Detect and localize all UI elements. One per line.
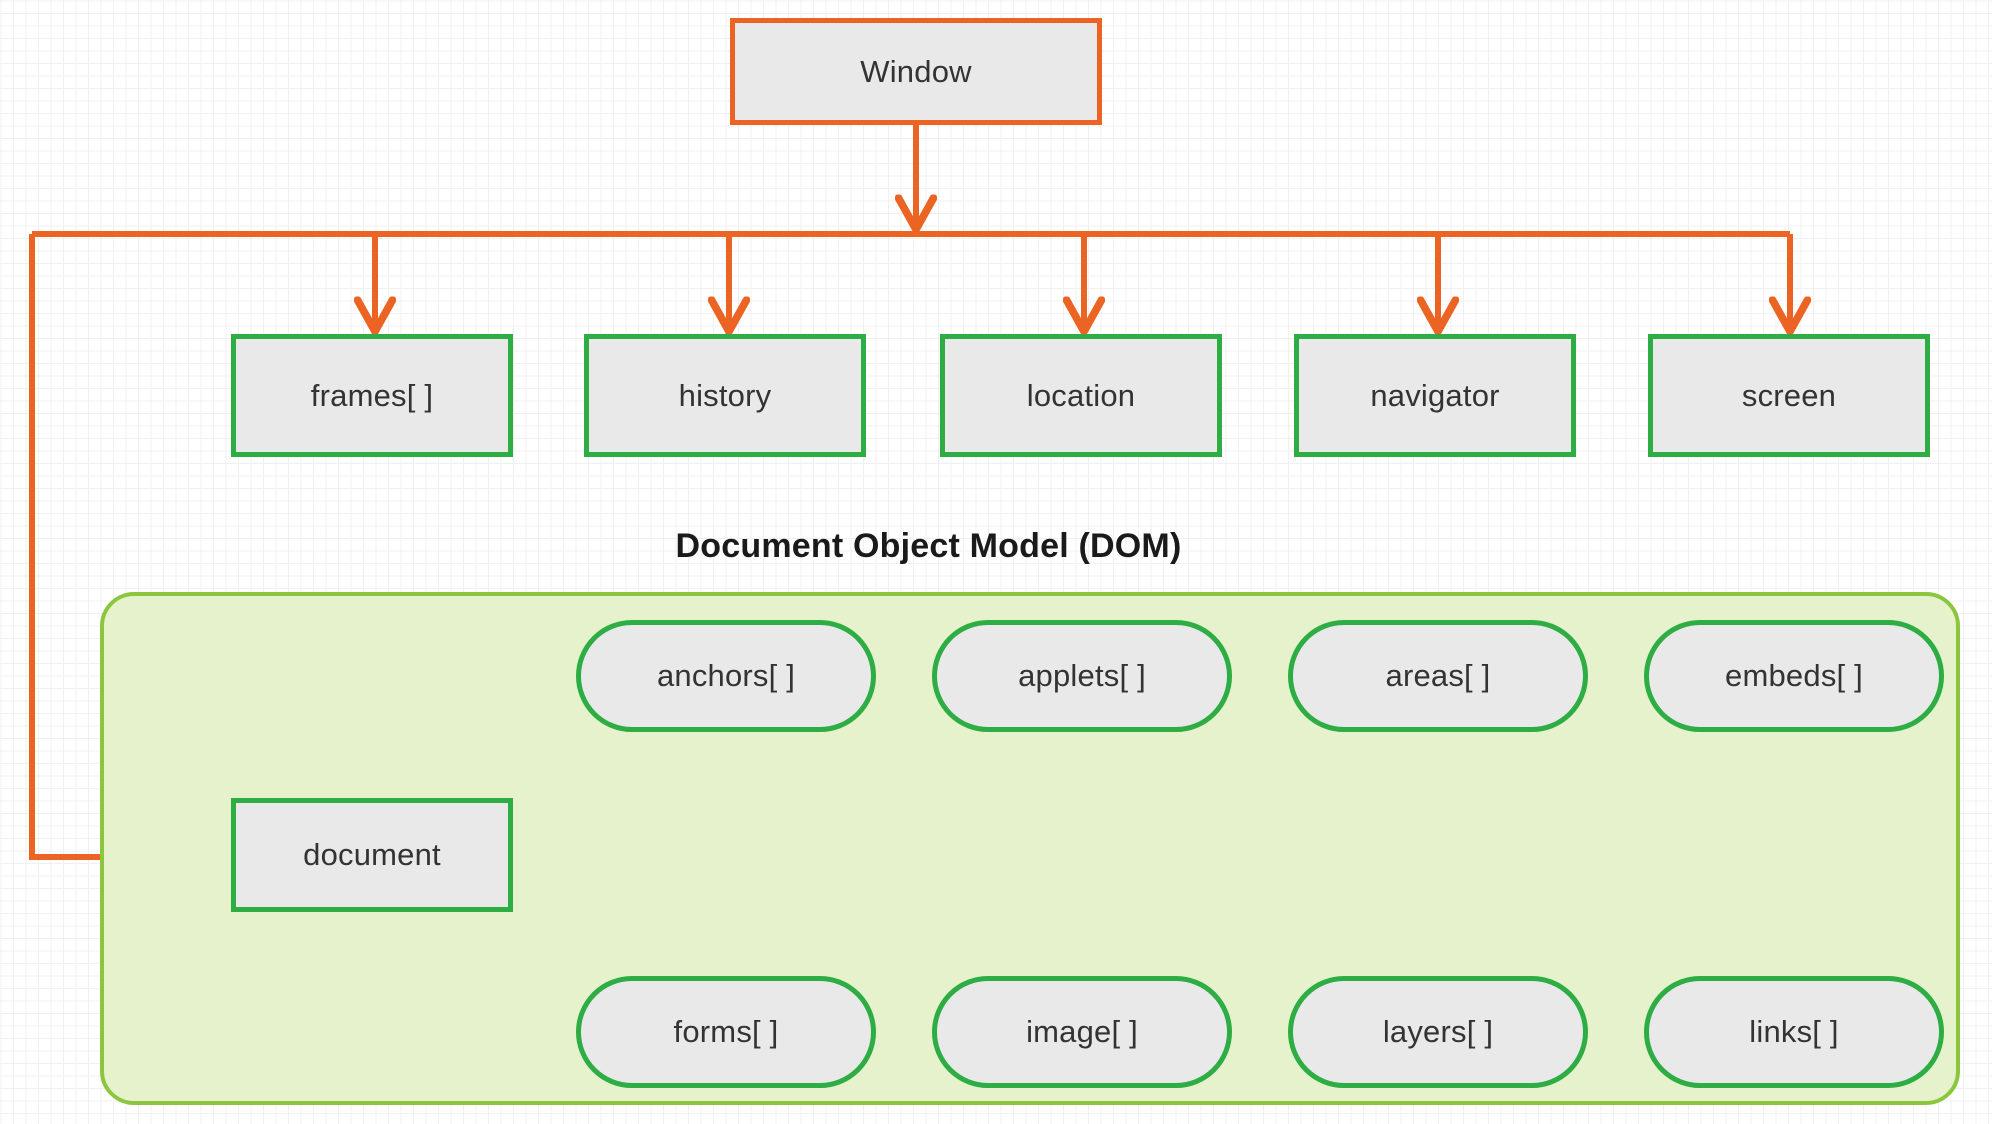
node-layers[interactable]: layers[ ]: [1288, 976, 1588, 1088]
node-links[interactable]: links[ ]: [1644, 976, 1944, 1088]
node-embeds-label: embeds[ ]: [1725, 658, 1863, 693]
node-document[interactable]: document: [231, 798, 513, 912]
node-history[interactable]: history: [584, 334, 866, 457]
node-forms-label: forms[ ]: [673, 1014, 779, 1049]
node-image[interactable]: image[ ]: [932, 976, 1232, 1088]
node-anchors-label: anchors[ ]: [656, 658, 796, 693]
node-window-label: Window: [860, 53, 972, 89]
node-areas-label: areas[ ]: [1385, 658, 1491, 693]
node-areas[interactable]: areas[ ]: [1288, 620, 1588, 732]
dom-section-title: Document Object Model (DOM): [675, 527, 1182, 565]
node-applets-label: applets[ ]: [1018, 658, 1146, 693]
node-screen[interactable]: screen: [1648, 334, 1930, 457]
node-links-label: links[ ]: [1749, 1014, 1839, 1049]
node-navigator-label: navigator: [1370, 377, 1500, 413]
node-layers-label: layers[ ]: [1382, 1014, 1494, 1049]
node-image-label: image[ ]: [1026, 1014, 1138, 1049]
node-navigator[interactable]: navigator: [1294, 334, 1576, 457]
node-anchors[interactable]: anchors[ ]: [576, 620, 876, 732]
node-screen-label: screen: [1741, 377, 1837, 413]
node-embeds[interactable]: embeds[ ]: [1644, 620, 1944, 732]
node-frames-label: frames[ ]: [310, 377, 434, 413]
node-document-label: document: [303, 837, 441, 872]
node-history-label: history: [678, 377, 772, 413]
node-forms[interactable]: forms[ ]: [576, 976, 876, 1088]
node-frames[interactable]: frames[ ]: [231, 334, 513, 457]
node-window[interactable]: Window: [730, 18, 1102, 125]
node-location-label: location: [1026, 377, 1136, 413]
node-location[interactable]: location: [940, 334, 1222, 457]
node-applets[interactable]: applets[ ]: [932, 620, 1232, 732]
